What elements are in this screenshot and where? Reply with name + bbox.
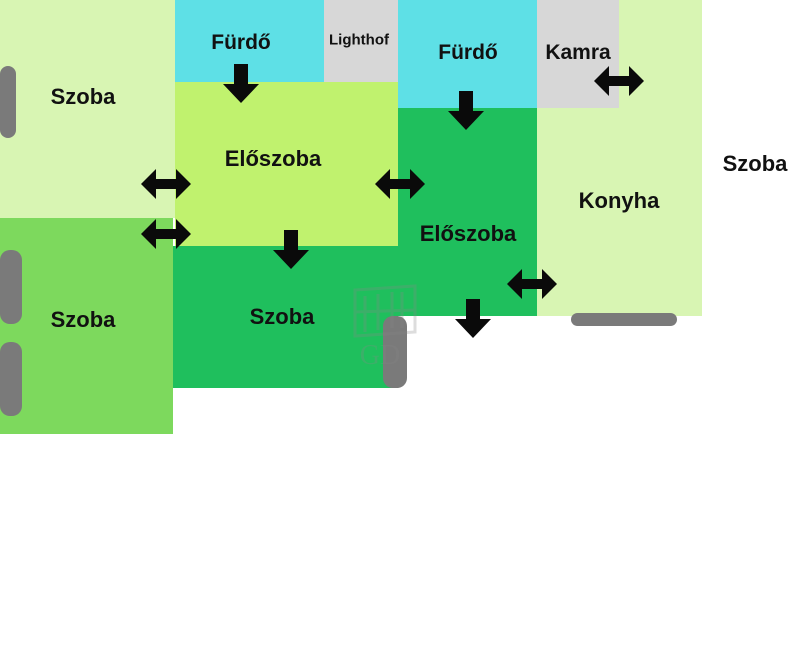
window-center: [383, 316, 407, 388]
label-szoba-bottom-left: Szoba: [50, 307, 116, 332]
double-arrow-icon: [141, 219, 191, 249]
window-logo-icon: GD: [353, 284, 417, 371]
watermark-text: GD: [360, 340, 400, 371]
label-szoba-middle: Szoba: [249, 304, 315, 329]
arrow-down-icon: [448, 91, 484, 130]
label-kamra: Kamra: [545, 41, 611, 64]
label-lighthof: Lighthof: [329, 31, 389, 49]
double-arrow-icon: [141, 169, 191, 199]
label-konyha: Konyha: [578, 188, 660, 213]
double-arrow-icon: [375, 169, 425, 199]
label-eloszoba-lower: Előszoba: [419, 221, 517, 246]
window-left-middle: [0, 250, 22, 324]
label-eloszoba-upper: Előszoba: [224, 146, 322, 171]
arrow-down-icon: [455, 299, 491, 338]
room-szoba-middle: [173, 246, 398, 388]
label-szoba-top-left: Szoba: [50, 84, 116, 109]
label-furdo-left: Fürdő: [211, 31, 271, 54]
window-kitchen: [571, 313, 677, 326]
room-lighthof: [324, 0, 398, 82]
arrow-down-icon: [223, 64, 259, 103]
room-szoba-bottom-left: [0, 218, 173, 434]
room-furdo-right: [398, 0, 537, 108]
label-szoba-right: Szoba: [722, 151, 788, 176]
double-arrow-icon: [507, 269, 557, 299]
double-arrow-icon: [594, 66, 644, 96]
arrow-down-icon: [273, 230, 309, 269]
window-left-top: [0, 66, 16, 138]
room-eloszoba-upper: [175, 82, 398, 246]
window-left-bottom: [0, 342, 22, 416]
label-furdo-right: Fürdő: [438, 41, 498, 64]
room-furdo-left: [175, 0, 324, 82]
